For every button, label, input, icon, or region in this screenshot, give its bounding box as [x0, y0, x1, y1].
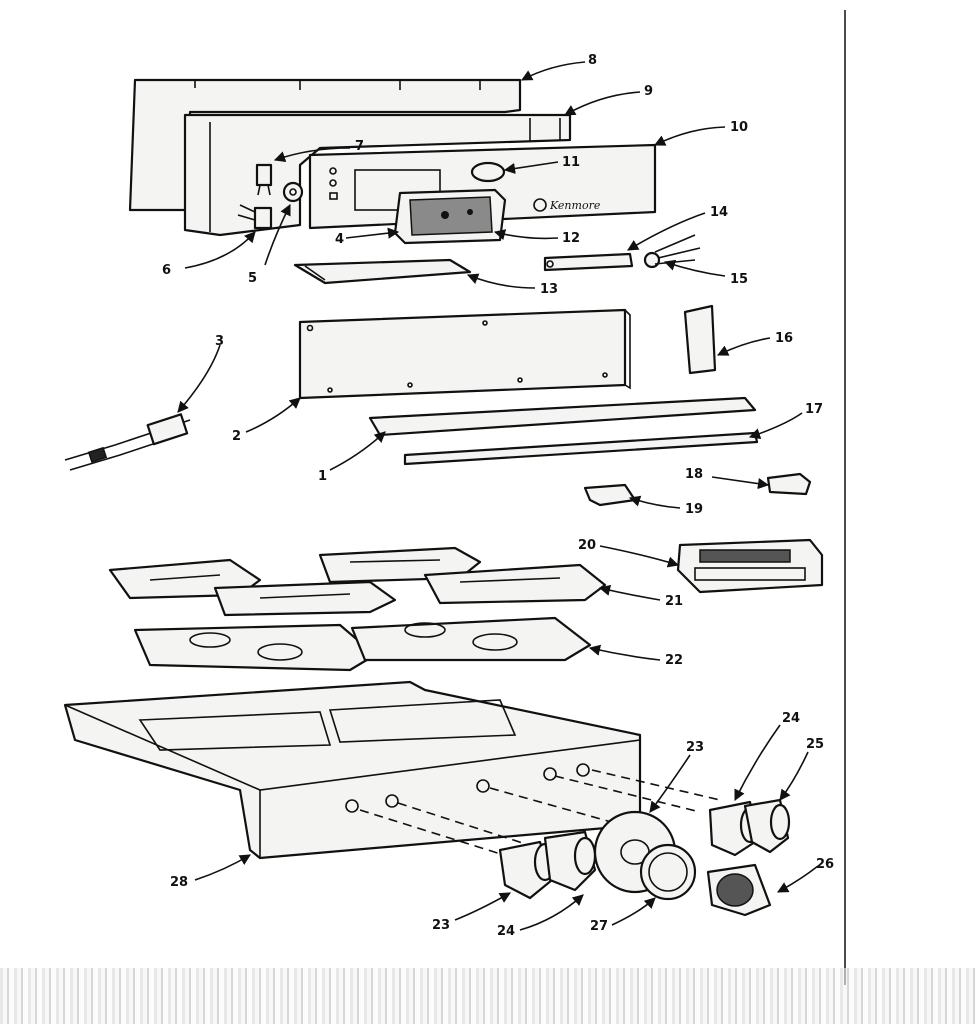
callout-labels: 8 9 10 7 11 12 4 6 5 13 14 15 16 3 2 1 1…	[162, 53, 834, 939]
part-8-back-guard	[128, 78, 522, 212]
callout-28: 28	[170, 875, 188, 890]
part-10-control-panel: Kenmore	[308, 143, 657, 230]
callout-1: 1	[318, 469, 327, 484]
callout-23-bottom: 23	[432, 918, 450, 933]
part-28-main-top	[63, 680, 642, 860]
callout-20: 20	[578, 538, 596, 553]
part-15-fitting	[643, 234, 701, 269]
callout-26: 26	[816, 857, 834, 872]
part-16-block	[683, 304, 717, 375]
callout-19: 19	[685, 502, 703, 517]
callout-16: 16	[775, 331, 793, 346]
callout-5: 5	[248, 271, 257, 286]
callout-25: 25	[806, 737, 824, 752]
part-17-rod	[403, 431, 759, 466]
part-20-switch-box	[676, 538, 824, 594]
part-13-tray	[293, 258, 472, 285]
part-26-knob	[706, 863, 772, 917]
part-5-grommet	[282, 181, 304, 203]
callout-24-right: 24	[782, 711, 800, 726]
callout-11: 11	[562, 155, 580, 170]
callout-8: 8	[588, 53, 597, 68]
callout-27: 27	[590, 919, 608, 934]
callout-15: 15	[730, 272, 748, 287]
callout-14: 14	[710, 205, 728, 220]
callout-18: 18	[685, 467, 703, 482]
part-12-clock	[393, 188, 507, 245]
scan-noise-strip	[0, 968, 976, 1024]
part-2-manifold-panel	[298, 308, 631, 400]
part-27-ring	[639, 843, 697, 901]
part-19-clip	[583, 483, 637, 507]
brand-logo-text: Kenmore	[549, 199, 601, 212]
callout-3: 3	[215, 334, 224, 349]
part-1-trim-strip	[368, 396, 757, 437]
callout-13: 13	[540, 282, 558, 297]
callout-4: 4	[335, 232, 344, 247]
callout-24-bottom: 24	[497, 924, 515, 939]
part-24-knob-left	[543, 830, 597, 892]
part-3-cord	[64, 413, 191, 471]
part-14-tube	[543, 252, 634, 272]
callout-12: 12	[562, 231, 580, 246]
part-11-lens	[470, 161, 506, 183]
callout-10: 10	[730, 120, 748, 135]
part-25-knob	[743, 798, 791, 854]
callout-17: 17	[805, 402, 823, 417]
callout-7: 7	[355, 139, 364, 154]
callout-22: 22	[665, 653, 683, 668]
callout-21: 21	[665, 594, 683, 609]
part-6-switch	[237, 204, 273, 230]
callout-23-top: 23	[686, 740, 704, 755]
part-7-switch	[255, 163, 273, 196]
part-22-burner-tops	[133, 616, 592, 672]
leader-lines	[177, 61, 819, 931]
part-21-grates	[108, 546, 607, 617]
part-18-clip	[766, 472, 812, 496]
callout-6: 6	[162, 263, 171, 278]
callout-2: 2	[232, 429, 241, 444]
callout-9: 9	[644, 84, 653, 99]
